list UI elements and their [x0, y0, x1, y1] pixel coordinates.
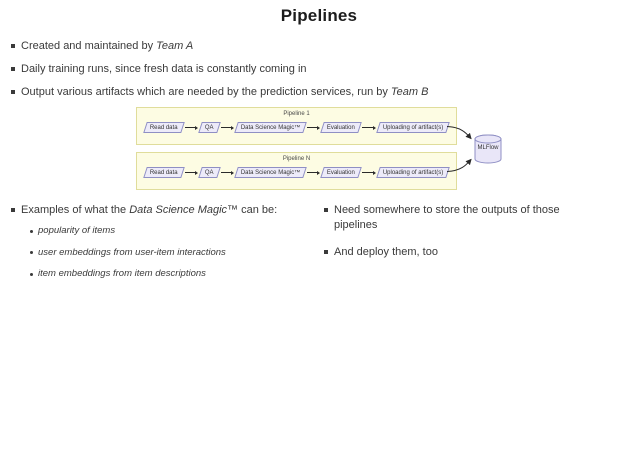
- sub-list-item: user embeddings from user-item interacti…: [30, 247, 316, 259]
- flow-arrow-icon: [307, 170, 321, 175]
- list-item: Created and maintained by Team A: [11, 39, 626, 53]
- bullet-text-emphasis: Team B: [390, 86, 429, 98]
- node-label: Data Science Magic™: [240, 169, 301, 176]
- sub-list-item: item embeddings from item descriptions: [30, 268, 316, 280]
- node-uploading-artifacts: Uploading of artifact(s): [375, 167, 450, 178]
- pipeline-1-group: Pipeline 1 Read data QA Data Science Mag…: [136, 107, 457, 145]
- list-item: And deploy them, too: [324, 245, 602, 260]
- node-label: Data Science Magic™: [240, 124, 301, 131]
- node-label: Evaluation: [327, 169, 356, 176]
- square-bullet-icon: [11, 44, 15, 48]
- pipeline-label: Pipeline N: [282, 156, 311, 162]
- pipeline-label: Pipeline 1: [283, 111, 310, 117]
- node-label: Uploading of artifact(s): [382, 169, 444, 176]
- flow-arrow-icon: [184, 170, 198, 175]
- node-label: QA: [204, 169, 214, 176]
- bullet-text: Daily training runs, since fresh data is…: [21, 62, 307, 76]
- examples-column: Examples of what the Data Science Magic™…: [11, 203, 316, 290]
- bullet-text: Output various artifacts which are neede…: [21, 85, 428, 99]
- square-bullet-icon: [324, 250, 328, 254]
- round-bullet-icon: [30, 251, 33, 254]
- node-qa: QA: [198, 122, 221, 133]
- node-label: Uploading of artifact(s): [382, 124, 444, 131]
- list-item: Examples of what the Data Science Magic™…: [11, 203, 316, 217]
- node-data-science-magic: Data Science Magic™: [234, 167, 307, 178]
- node-read-data: Read data: [143, 167, 185, 178]
- database-cylinder-icon: [474, 134, 502, 164]
- node-evaluation: Evaluation: [320, 122, 363, 133]
- list-item: Output various artifacts which are neede…: [11, 85, 626, 99]
- node-label: QA: [204, 124, 214, 131]
- bullet-text-plain: Output various artifacts which are neede…: [21, 86, 391, 98]
- flow-arrow-icon: [362, 170, 376, 175]
- flow-arrow-icon: [362, 125, 376, 130]
- flow-arrow-icon: [307, 125, 321, 130]
- bullet-text: Created and maintained by Team A: [21, 39, 193, 53]
- node-label: Evaluation: [327, 124, 356, 131]
- page-title: Pipelines: [280, 6, 358, 25]
- bullet-text-emphasis: Data Science Magic™: [129, 204, 239, 216]
- sub-bullet-list: popularity of items user embeddings from…: [11, 225, 316, 280]
- sub-list-item: popularity of items: [30, 225, 316, 237]
- sub-bullet-text: item embeddings from item descriptions: [38, 268, 206, 279]
- mlflow-store: MLFlow: [474, 134, 502, 164]
- square-bullet-icon: [324, 208, 328, 212]
- node-uploading-artifacts: Uploading of artifact(s): [375, 122, 450, 133]
- bullet-text: And deploy them, too: [334, 246, 438, 258]
- node-qa: QA: [198, 167, 221, 178]
- bullet-text-emphasis: Team A: [156, 40, 194, 52]
- list-item: Daily training runs, since fresh data is…: [11, 62, 626, 76]
- square-bullet-icon: [11, 90, 15, 94]
- bullet-text-plain: can be:: [238, 204, 278, 216]
- flow-arrow-icon: [220, 170, 234, 175]
- sub-bullet-text: popularity of items: [38, 225, 116, 236]
- node-label: Read data: [150, 124, 178, 131]
- list-item: Need somewhere to store the outputs of t…: [324, 203, 602, 233]
- flow-arrow-icon: [184, 125, 198, 130]
- node-data-science-magic: Data Science Magic™: [234, 122, 307, 133]
- square-bullet-icon: [11, 67, 15, 71]
- bullet-text-plain: Examples of what the: [21, 204, 130, 216]
- flow-arrow-icon: [220, 125, 234, 130]
- bullet-text: Examples of what the Data Science Magic™…: [21, 203, 277, 217]
- bullet-text: Need somewhere to store the outputs of t…: [334, 204, 560, 231]
- storage-column: Need somewhere to store the outputs of t…: [324, 203, 602, 272]
- pipelines-diagram: Pipeline 1 Read data QA Data Science Mag…: [136, 106, 502, 191]
- pipeline-row: Read data QA Data Science Magic™ Evaluat…: [137, 164, 456, 178]
- sub-bullet-text: user embeddings from user-item interacti…: [38, 246, 226, 258]
- store-label: MLFlow: [477, 145, 499, 151]
- bullet-text-plain: Daily training runs, since fresh data is…: [21, 63, 307, 75]
- round-bullet-icon: [30, 229, 33, 233]
- node-evaluation: Evaluation: [320, 167, 363, 178]
- node-read-data: Read data: [143, 122, 185, 133]
- node-label: Read data: [150, 169, 178, 176]
- pipeline-row: Read data QA Data Science Magic™ Evaluat…: [137, 119, 456, 133]
- round-bullet-icon: [30, 272, 33, 276]
- top-bullet-list: Created and maintained by Team A Daily t…: [11, 39, 626, 108]
- square-bullet-icon: [11, 208, 15, 212]
- pipeline-n-group: Pipeline N Read data QA Data Science Mag…: [136, 152, 457, 190]
- bullet-text-plain: Created and maintained by: [21, 40, 157, 52]
